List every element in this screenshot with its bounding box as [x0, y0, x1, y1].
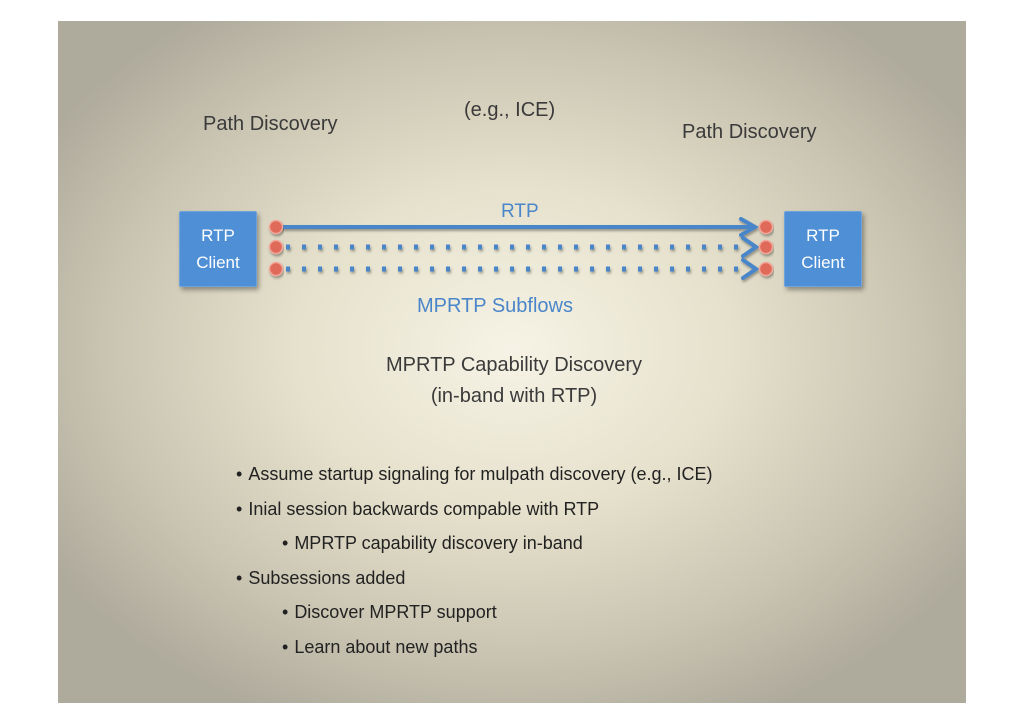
subflow-arrow-2: [286, 258, 760, 280]
rtp-label: RTP: [501, 201, 539, 222]
bullet-item: •Subsessions added: [236, 561, 713, 596]
bullet-item: •Discover MPRTP support: [236, 595, 713, 630]
bullet-dot-icon: •: [236, 464, 243, 484]
slide: Path Discovery (e.g., ICE) Path Discover…: [58, 21, 966, 703]
subflow-arrow-1: [286, 236, 760, 258]
subflows-label: MPRTP Subflows: [417, 295, 573, 317]
client-left-line2: Client: [196, 253, 240, 272]
bullet-dot-icon: •: [236, 567, 243, 588]
rtp-path-arrow: [278, 217, 760, 237]
bullet-item: •MPRTP capability discovery in-band: [236, 526, 713, 561]
bullet-dot-icon: •: [282, 602, 289, 622]
bullet-text: Assume startup signaling for mulpath dis…: [248, 464, 713, 484]
ice-note: (e.g., ICE): [464, 99, 556, 121]
path-diagram: [268, 217, 774, 280]
endpoint-dots-right: [758, 219, 774, 277]
bullet-dot-icon: •: [236, 498, 243, 519]
bullet-text: Discover MPRTP support: [294, 602, 497, 622]
rtp-client-right: RTP Client: [784, 211, 862, 287]
capability-discovery-line1: MPRTP Capability Discovery: [385, 354, 642, 376]
rtp-client-left: RTP Client: [179, 211, 257, 287]
bullet-dot-icon: •: [282, 533, 289, 553]
bullet-item: •Inial session backwards compable with R…: [236, 492, 713, 527]
client-right-line2: Client: [801, 253, 845, 272]
bullet-dot-icon: •: [282, 636, 289, 657]
path-discovery-right-label: Path Discovery: [682, 121, 817, 143]
client-right-line1: RTP: [806, 226, 840, 245]
bullet-text: Learn about new paths: [294, 636, 478, 657]
bullet-text: Subsessions added: [248, 567, 406, 588]
bullet-item: •Assume startup signaling for mulpath di…: [236, 457, 713, 492]
bullet-item: •Learn about new paths: [236, 630, 713, 665]
bullet-text: MPRTP capability discovery in-band: [294, 533, 583, 553]
capability-discovery-line2: (in-band with RTP): [430, 385, 598, 407]
path-discovery-left-label: Path Discovery: [203, 113, 338, 135]
endpoint-dots-left: [268, 219, 284, 277]
client-left-line1: RTP: [201, 226, 235, 245]
bullet-list: •Assume startup signaling for mulpath di…: [236, 457, 713, 664]
bullet-text: Inial session backwards compable with RT…: [248, 498, 600, 519]
